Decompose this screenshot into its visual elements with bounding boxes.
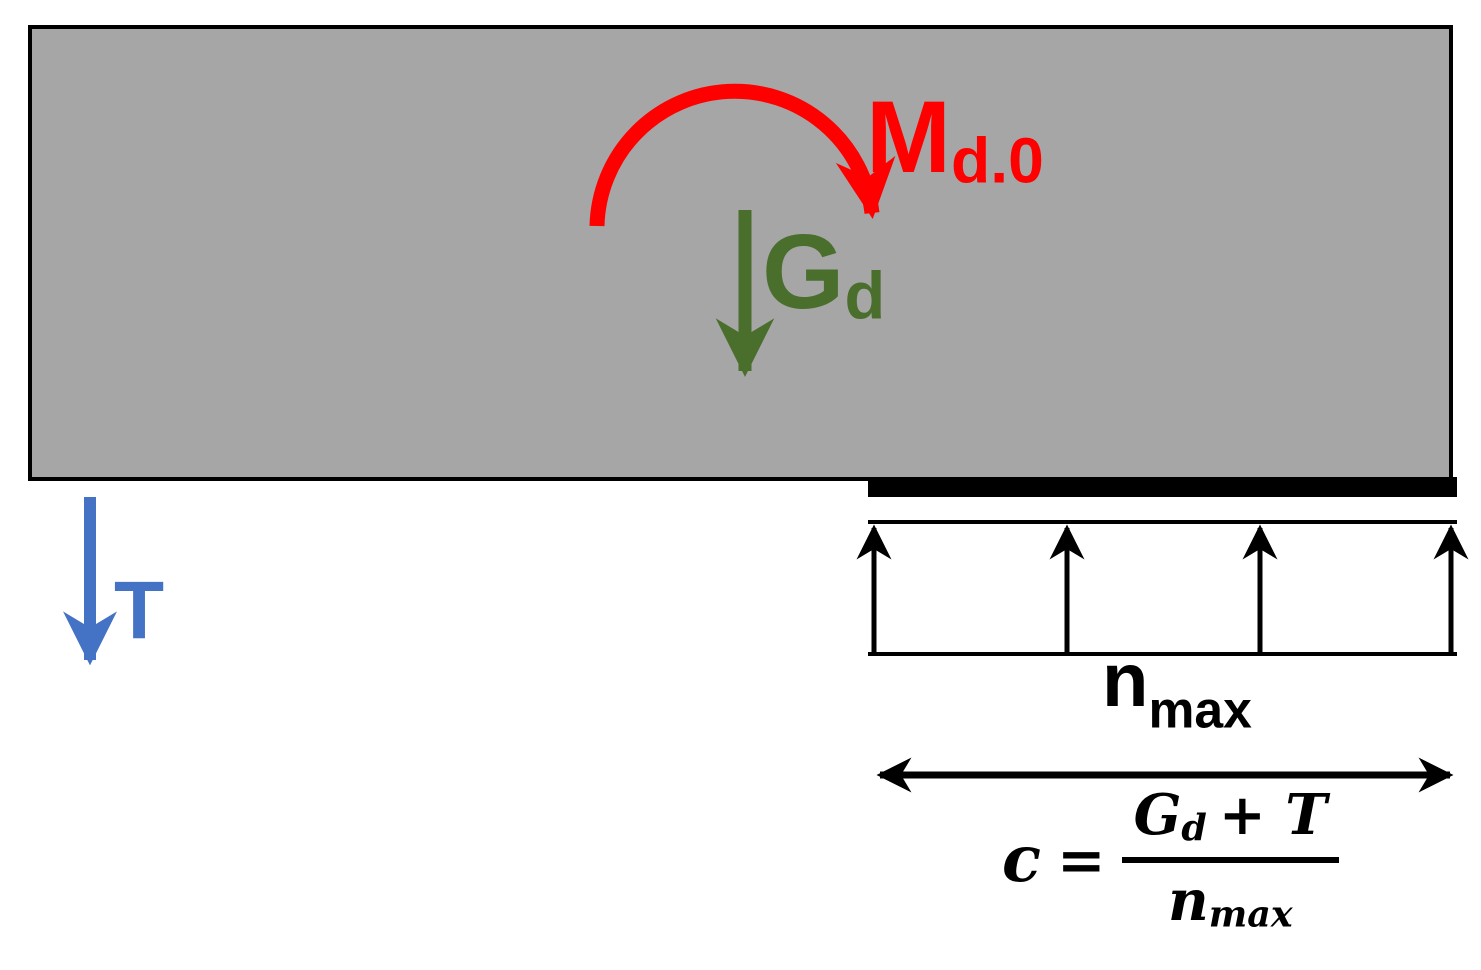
eccentric-width-formula: c = Gd+ T nmax: [1002, 782, 1339, 935]
formula-fraction: Gd+ T nmax: [1121, 782, 1339, 935]
bearing-label-base: n: [1102, 638, 1149, 723]
formula-num-tail: + T: [1218, 782, 1327, 848]
moment-label: Md.0: [866, 86, 1044, 193]
gravity-label-sub: d: [844, 259, 886, 334]
formula-den-sub: max: [1208, 892, 1293, 936]
formula-lhs: c: [1002, 821, 1041, 897]
gravity-label: Gd: [762, 219, 885, 330]
gravity-label-base: G: [762, 213, 845, 331]
moment-label-sub: d.0: [950, 124, 1044, 197]
moment-label-base: M: [866, 80, 951, 194]
bearing-pressure-label: nmax: [1102, 643, 1252, 736]
formula-den-base: n: [1168, 867, 1209, 934]
formula-num-base: G: [1133, 782, 1182, 848]
bearing-label-sub: max: [1148, 680, 1252, 739]
contact-pad: [868, 477, 1457, 497]
formula-num-sub: d: [1181, 806, 1207, 850]
moment-arc: [589, 83, 896, 227]
formula-numerator: Gd+ T: [1121, 782, 1339, 863]
traction-label-text: T: [114, 565, 165, 656]
traction-label: T: [114, 570, 164, 652]
formula-equals: =: [1056, 825, 1106, 894]
formula-denominator: nmax: [1168, 863, 1293, 935]
